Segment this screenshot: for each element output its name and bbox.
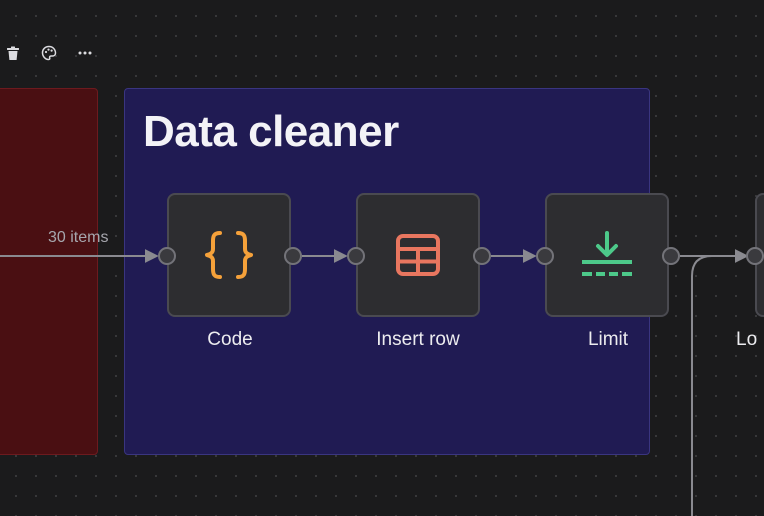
sticky-toolbar <box>4 44 94 62</box>
node-insert-row[interactable] <box>356 193 480 317</box>
limit-output-handle[interactable] <box>662 247 680 265</box>
more-icon[interactable] <box>76 44 94 62</box>
palette-icon[interactable] <box>40 44 58 62</box>
code-braces-icon <box>205 231 253 279</box>
connection-branch-down <box>691 255 713 516</box>
node-code[interactable] <box>167 193 291 317</box>
node-label-limit: Limit <box>587 329 629 350</box>
table-icon <box>396 234 440 276</box>
connection-items-label: 30 items <box>48 229 109 246</box>
code-input-handle[interactable] <box>158 247 176 265</box>
loop-input-handle[interactable] <box>746 247 764 265</box>
sticky-note-title: Data cleaner <box>143 107 399 156</box>
insert-row-input-handle[interactable] <box>347 247 365 265</box>
node-label-code: Code <box>207 329 253 350</box>
limit-input-handle[interactable] <box>536 247 554 265</box>
insert-row-output-handle[interactable] <box>473 247 491 265</box>
node-label-insert-row: Insert row <box>376 329 460 350</box>
node-label-loop: Lo <box>736 329 758 350</box>
limit-icon <box>582 231 632 276</box>
sticky-note-left[interactable] <box>0 88 98 455</box>
trash-icon[interactable] <box>4 44 22 62</box>
node-limit[interactable] <box>545 193 669 317</box>
code-output-handle[interactable] <box>284 247 302 265</box>
